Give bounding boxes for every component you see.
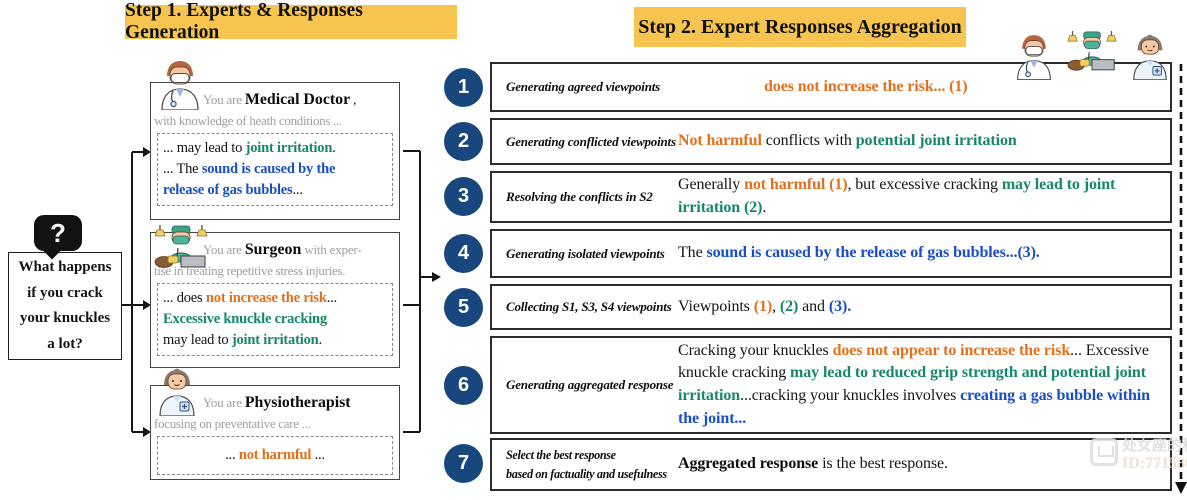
step2-row-6: Generating aggregated response Cracking … [490,336,1172,434]
surgeon-icon [154,225,208,268]
doctor-icon [161,61,199,110]
physiotherapist-icon [1133,34,1167,80]
step2-row-2: Generating conflicted viewpoints Not har… [490,118,1172,165]
expert-intro: You are Physiotherapist [203,394,351,411]
row-label: Select the best response based on factua… [506,448,667,481]
step2-row-5: Collecting S1, S3, S4 viewpoints Viewpoi… [490,284,1172,330]
surgeon-icon [1067,30,1117,71]
step2-row-4: Generating isolated viewpoints The sound… [490,229,1172,278]
step-number-3: 3 [444,177,483,216]
expert-intro2: focusing on preventative care ... [154,415,311,431]
step1-title: Step 1. Experts & Responses Generation [125,0,457,43]
step-number-7: 7 [444,444,483,483]
step2-row-1: Generating agreed viewpoints does not in… [490,62,1172,112]
expert-response: ... may lead to joint irritation.... The… [157,132,393,207]
watermark-id: ID:77158047 [1122,455,1187,473]
step-number-5: 5 [444,288,483,327]
row-label: Generating isolated viewpoints [506,245,665,261]
step-number-1: 1 [444,68,483,107]
doctor-icon [1017,35,1051,80]
row-content: Viewpoints (1), (2) and (3). [678,297,852,315]
expert-response: ... not harmful ... [157,435,393,475]
row-content: Cracking your knuckles does not appear t… [678,341,1150,427]
expert-box-surgeon: You are Surgeon with exper- tise in trea… [150,225,400,368]
expert-intro2: with knowledge of heath conditions ... [154,112,342,128]
row-content: The sound is caused by the release of ga… [678,244,1040,262]
step-number-2: 2 [444,122,483,161]
expert-intro: You are Surgeon with exper- [203,241,362,258]
row-label: Collecting S1, S3, S4 viewpoints [506,299,672,315]
expert-intro: You are Medical Doctor , [203,91,357,108]
watermark: 处女座的程序猿 ID:77158047 [1090,438,1187,474]
row-label: Generating conflicted viewpoints [506,133,676,149]
row-label: Generating agreed viewpoints [506,79,661,95]
watermark-text: 处女座的程序猿 [1122,438,1187,454]
row-content: Generally not harmful (1), but excessive… [678,176,1116,216]
watermark-logo [1090,438,1118,466]
flow-dashed-arrow [1175,64,1187,494]
question-glyph: ? [50,217,66,248]
expert-response: ... does not increase the risk...Excessi… [157,282,393,357]
step2-title: Step 2. Expert Responses Aggregation [634,7,966,47]
row-content: Not harmful conflicts with potential joi… [678,132,1017,150]
expert-box-physiotherapist: You are Physiotherapist focusing on prev… [150,368,400,480]
step2-row-7: Select the best response based on factua… [490,438,1172,491]
step-number-6: 6 [444,366,483,405]
row-content: does not increase the risk... (1) [764,77,968,95]
row-content: Aggregated response is the best response… [678,455,948,473]
step2-row-3: Resolving the conflicts in S2 Generally … [490,171,1172,223]
row-label: Resolving the conflicts in S2 [506,189,653,205]
physiotherapist-icon [159,368,195,416]
row-label: Generating aggregated response [506,377,674,393]
user-question-box: What happens if you crack your knuckles … [8,252,122,360]
step-number-4: 4 [444,234,483,273]
aggregation-experts-icons [1014,30,1170,80]
question-mark-icon: ? [34,215,82,260]
expert-box-medical-doctor: You are Medical Doctor , with knowledge … [150,61,400,220]
